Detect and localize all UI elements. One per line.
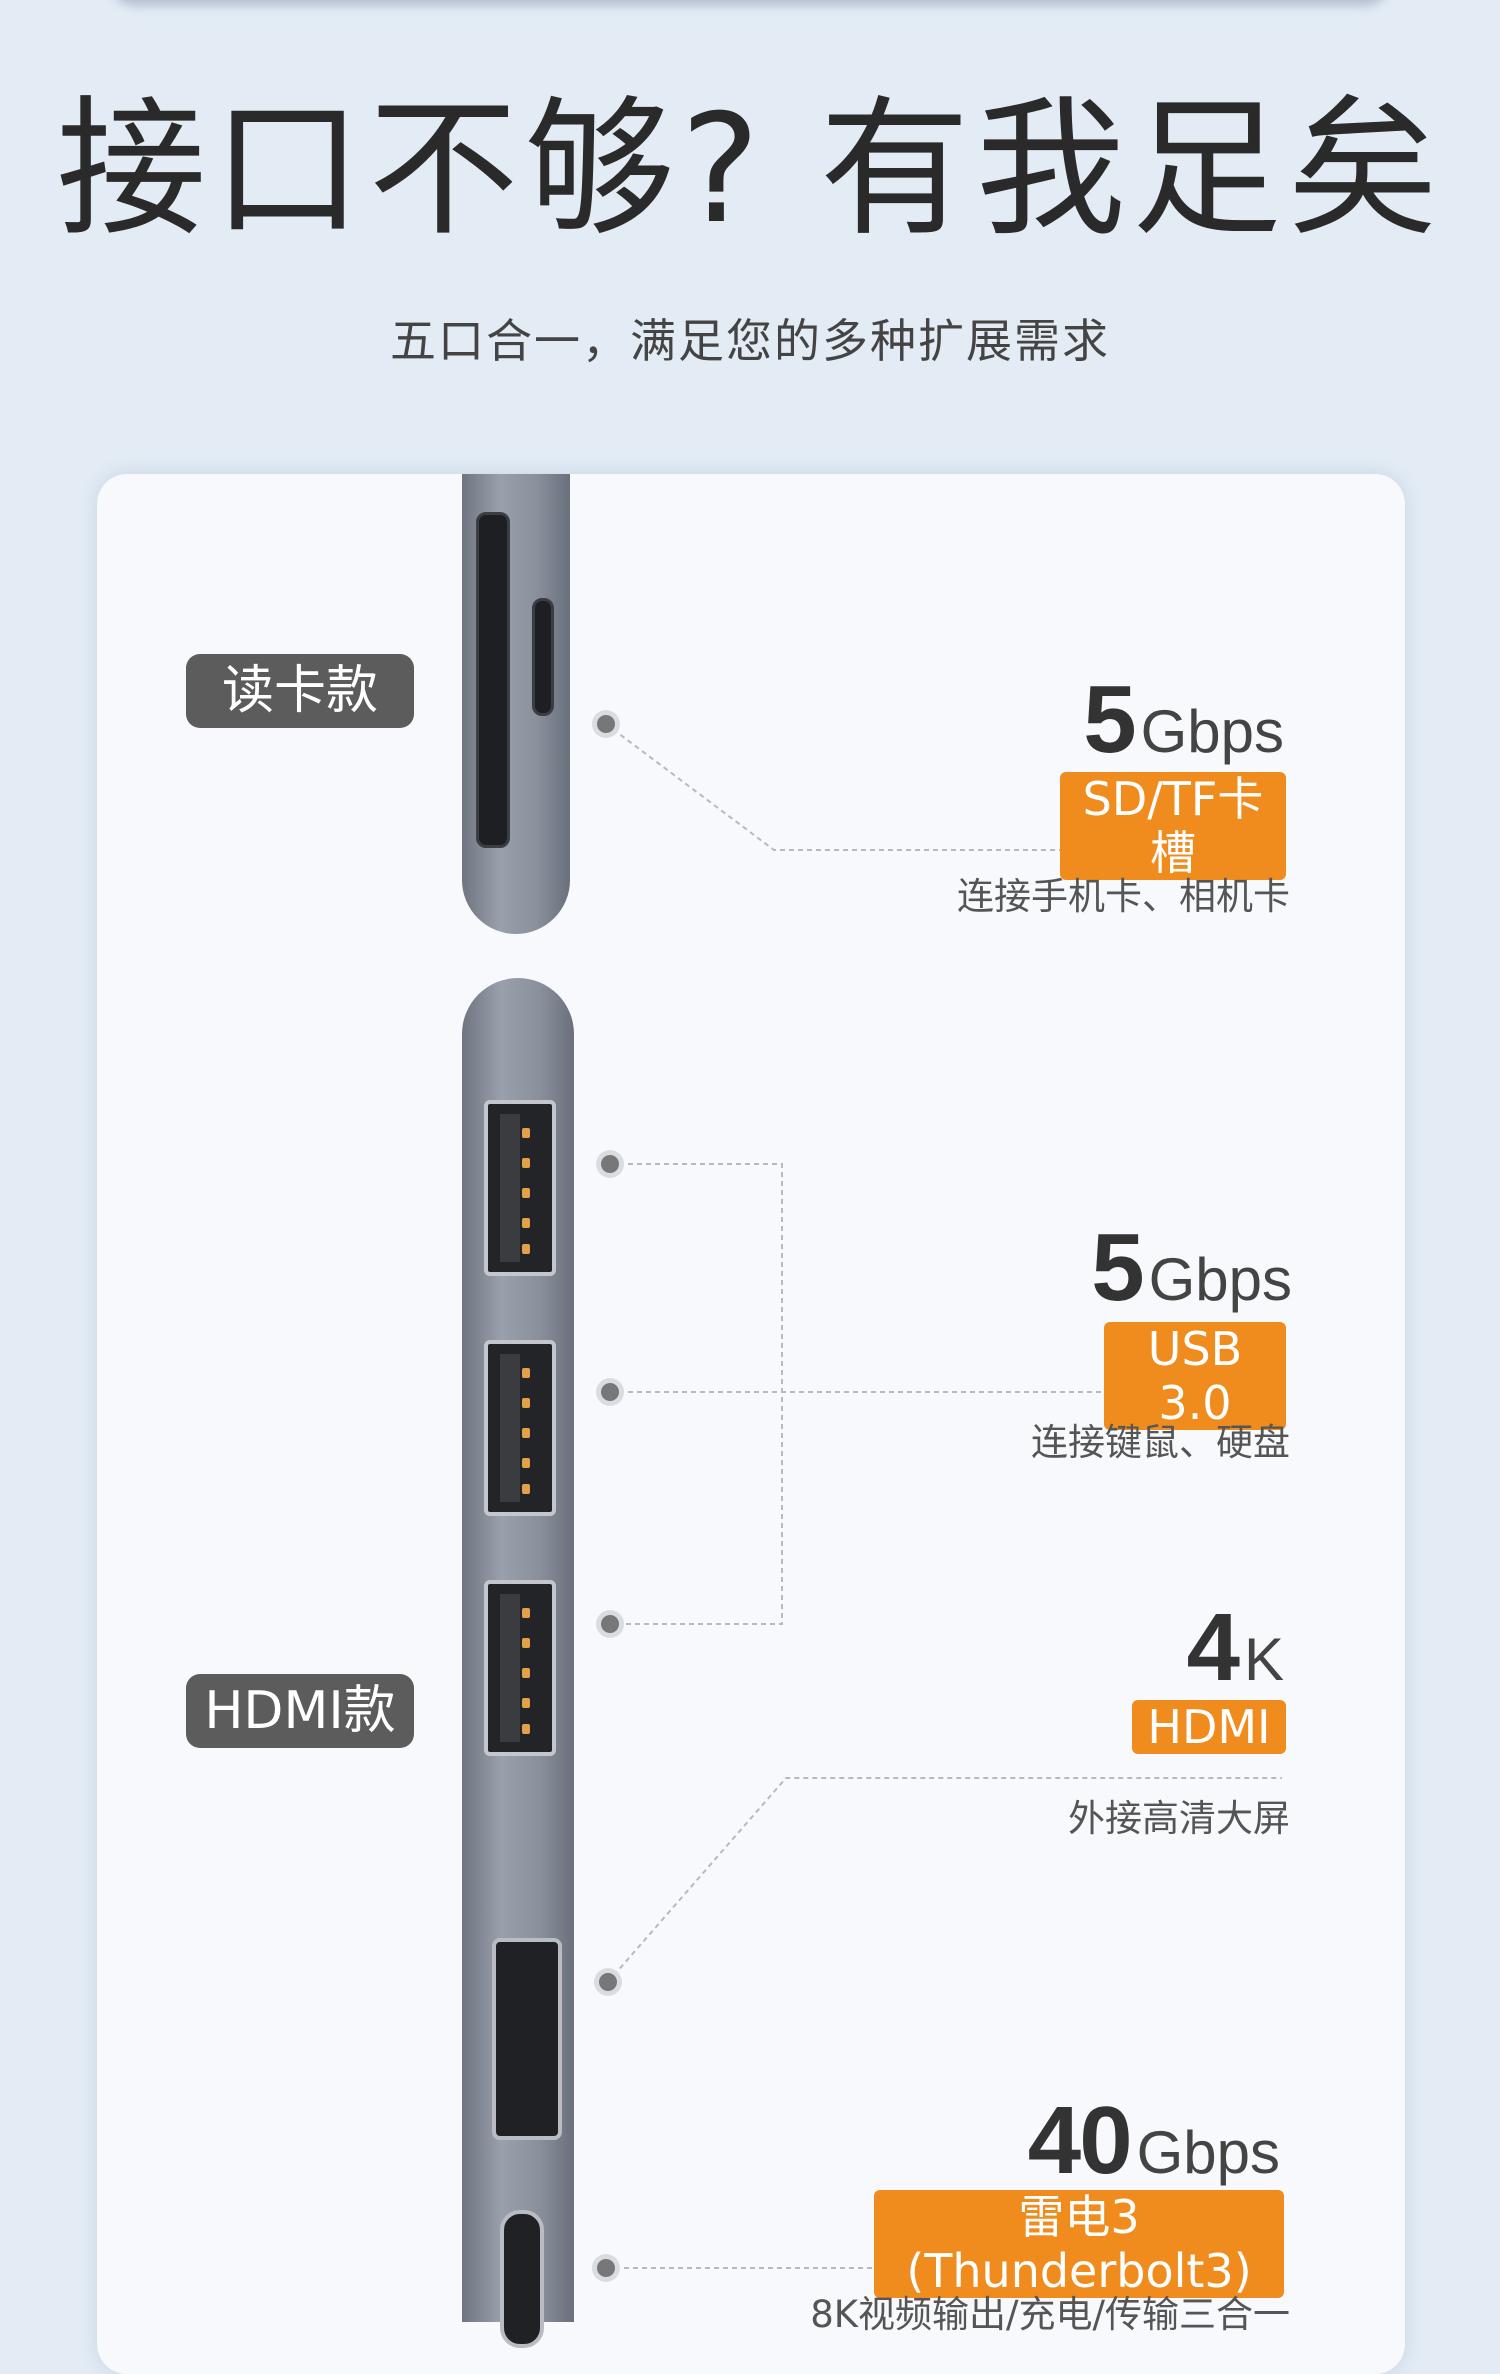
- usb-port-icon: [484, 1340, 556, 1516]
- tag-thunderbolt: 雷电3 (Thunderbolt3): [874, 2190, 1284, 2298]
- usb-port-icon: [484, 1100, 556, 1276]
- hdmi-port-icon: [492, 1938, 562, 2140]
- connection-dot: [597, 715, 615, 733]
- tag-usb: USB 3.0: [1104, 1322, 1286, 1430]
- tag-sd-tf: SD/TF卡槽: [1060, 772, 1286, 880]
- connection-dot: [601, 1383, 619, 1401]
- tag-hdmi: HDMI: [1132, 1700, 1286, 1754]
- page-subheadline: 五口合一，满足您的多种扩展需求: [390, 314, 1110, 368]
- connection-dot: [601, 1615, 619, 1633]
- desc-thunderbolt: 8K视频输出/充电/传输三合一: [810, 2293, 1290, 2336]
- connection-dot: [601, 1155, 619, 1173]
- connection-dot: [599, 1973, 617, 1991]
- variant-badge-card-reader: 读卡款: [186, 654, 414, 728]
- usb-port-icon: [484, 1580, 556, 1756]
- desc-sd-tf: 连接手机卡、相机卡: [957, 875, 1290, 918]
- variant-badge-hdmi: HDMI款: [186, 1674, 414, 1748]
- connection-dot: [597, 2259, 615, 2277]
- desc-hdmi: 外接高清大屏: [1068, 1797, 1290, 1840]
- tf-slot-icon: [532, 598, 554, 716]
- leader-lines: [605, 723, 1282, 2269]
- sd-slot-icon: [476, 512, 510, 848]
- desc-usb: 连接键鼠、硬盘: [1031, 1421, 1290, 1464]
- page-headline: 接口不够? 有我足矣: [56, 83, 1444, 257]
